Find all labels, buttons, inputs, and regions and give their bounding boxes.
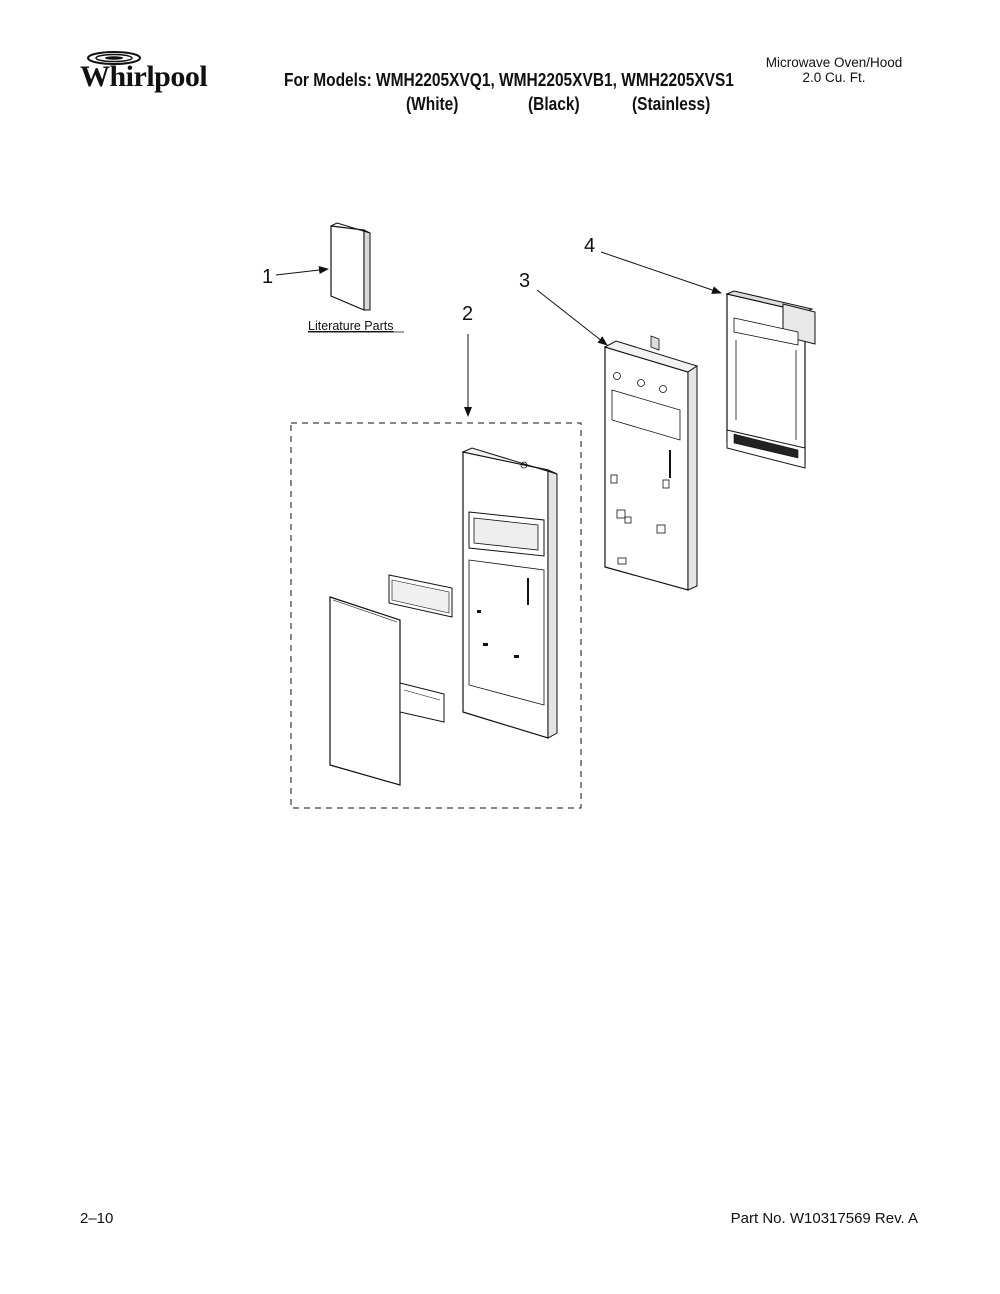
brand-wordmark: Whirlpool xyxy=(80,60,208,93)
control-board-small xyxy=(399,682,445,723)
logo-swirl-icon xyxy=(87,51,141,65)
models-title: For Models: WMH2205XVQ1, WMH2205XVB1, WM… xyxy=(284,70,734,90)
page-number: 2–10 xyxy=(80,1210,114,1227)
product-capacity: 2.0 Cu. Ft. xyxy=(802,70,866,85)
callout-4: 4 xyxy=(584,235,595,257)
callout-4-arrow xyxy=(600,251,722,294)
variant-stainless: (Stainless) xyxy=(632,94,711,114)
variant-black: (Black) xyxy=(528,94,580,114)
control-board-bracket xyxy=(725,290,816,469)
literature-booklet xyxy=(330,222,371,311)
control-panel-frame xyxy=(603,335,699,591)
whirlpool-logo: Whirlpool xyxy=(80,48,230,100)
callout-3-arrow xyxy=(536,289,608,346)
callout-1: 1 xyxy=(262,266,273,288)
literature-parts-label: Literature Parts xyxy=(308,319,393,333)
assembly-dashed-box xyxy=(290,422,582,809)
callout-3: 3 xyxy=(519,270,530,292)
display-window-insert xyxy=(388,574,453,618)
control-panel-housing xyxy=(461,447,558,739)
part-number: Part No. W10317569 Rev. A xyxy=(730,1210,918,1227)
callout-2: 2 xyxy=(462,303,473,325)
variant-white: (White) xyxy=(406,94,459,114)
keypad-overlay xyxy=(329,596,401,786)
product-info: Microwave Oven/Hood 2.0 Cu. Ft. xyxy=(754,55,914,85)
product-type: Microwave Oven/Hood xyxy=(765,55,903,70)
callout-1-arrow xyxy=(275,266,329,276)
